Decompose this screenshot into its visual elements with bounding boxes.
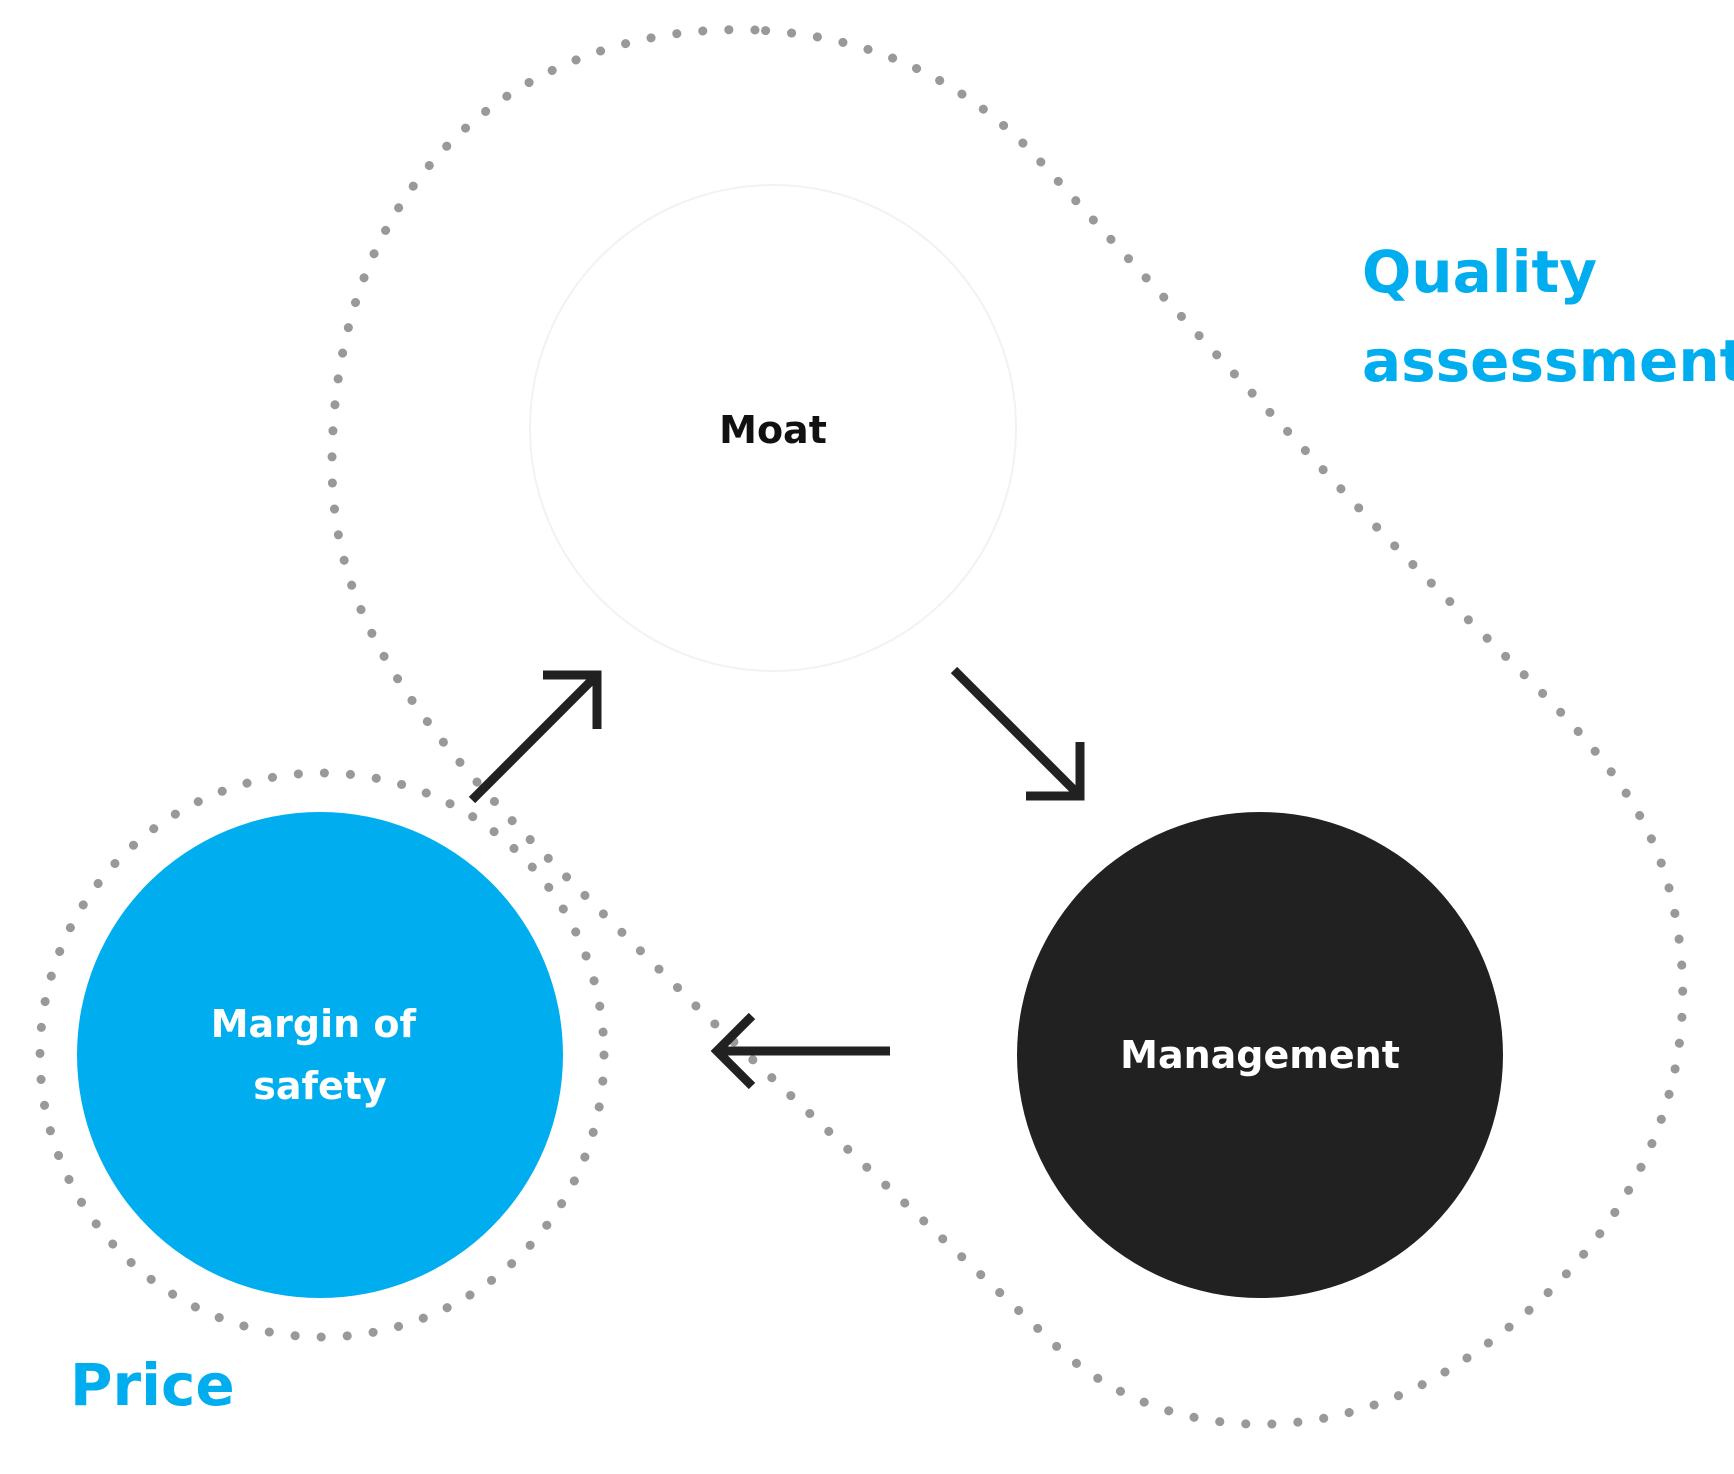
quality-assessment-label-line1: Quality <box>1362 238 1597 306</box>
arrow-moat-to-management <box>950 666 1085 801</box>
margin-of-safety-label: Margin of safety <box>211 1002 430 1108</box>
margin-of-safety-node <box>77 812 563 1298</box>
margin-of-safety-label-line2: safety <box>253 1064 387 1108</box>
quality-assessment-label-line2: assessment <box>1362 327 1734 395</box>
management-node <box>1017 812 1503 1298</box>
arrow-margin-to-moat <box>468 670 602 804</box>
arrow-management-to-margin <box>710 1012 890 1090</box>
quality-assessment-label: Quality assessment <box>1362 238 1734 395</box>
management-label: Management <box>1120 1033 1400 1077</box>
moat-label: Moat <box>719 408 827 452</box>
quality-assessment-boundary <box>327 25 1688 1429</box>
margin-of-safety-label-line1: Margin of <box>211 1002 417 1046</box>
price-label: Price <box>70 1351 235 1419</box>
price-boundary <box>35 768 609 1342</box>
moat-node <box>529 184 1017 672</box>
